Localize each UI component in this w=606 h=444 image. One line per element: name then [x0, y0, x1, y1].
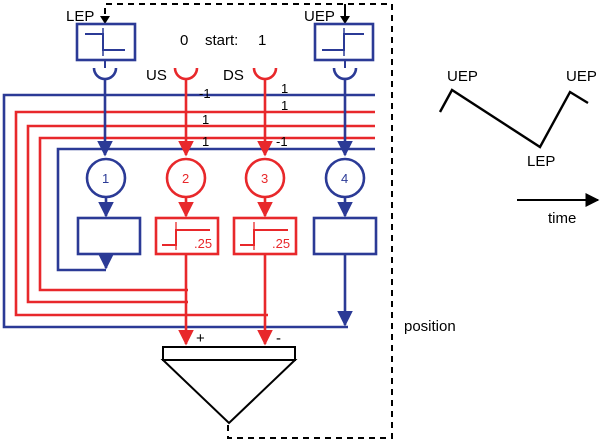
- plus-label: +: [196, 330, 205, 347]
- node-3: 3: [244, 157, 286, 199]
- node-2: 2: [165, 157, 207, 199]
- wave-uep-right: UEP: [566, 68, 597, 85]
- box-1: [76, 216, 142, 256]
- ds-input: [252, 67, 278, 81]
- node-4: 4: [324, 157, 366, 199]
- minus-label: -: [276, 330, 281, 347]
- us-input: [173, 67, 199, 81]
- svg-text:2: 2: [182, 171, 189, 186]
- start-zero: 0: [180, 32, 188, 49]
- svg-text:.25: .25: [194, 236, 212, 251]
- wave-uep-left: UEP: [447, 68, 478, 85]
- ds-label: DS: [223, 67, 244, 84]
- weight-4: 1: [202, 112, 209, 127]
- uep-detector: [313, 22, 375, 81]
- svg-text:4: 4: [341, 171, 348, 186]
- lep-input-arrow: [100, 16, 110, 24]
- node-1: 1: [85, 157, 127, 199]
- svg-text:1: 1: [102, 171, 109, 186]
- svg-text:.25: .25: [272, 236, 290, 251]
- start-label: start:: [205, 32, 238, 49]
- time-label: time: [548, 210, 576, 227]
- weight-5: -1: [276, 134, 288, 149]
- wave-lep: LEP: [527, 153, 555, 170]
- start-one: 1: [258, 32, 266, 49]
- weight-5a: 1: [202, 134, 209, 149]
- svg-text:3: 3: [261, 171, 268, 186]
- feedback-buses: [2, 93, 375, 329]
- us-label: US: [146, 67, 167, 84]
- uep-input-arrow: [340, 16, 350, 24]
- box-2: .25: [154, 216, 220, 256]
- lep-top-label: LEP: [66, 8, 94, 25]
- weight-3: 1: [281, 98, 288, 113]
- weight-1: -1: [199, 86, 211, 101]
- box-4: [312, 216, 378, 256]
- position-label: position: [404, 318, 456, 335]
- uep-top-label: UEP: [304, 8, 335, 25]
- box-3: .25: [232, 216, 298, 256]
- summation-unit: [160, 346, 298, 425]
- position-waveform: [438, 88, 589, 149]
- weight-2: 1: [281, 81, 288, 96]
- lep-detector: [75, 22, 137, 81]
- position-feedback-loop: [100, 3, 393, 439]
